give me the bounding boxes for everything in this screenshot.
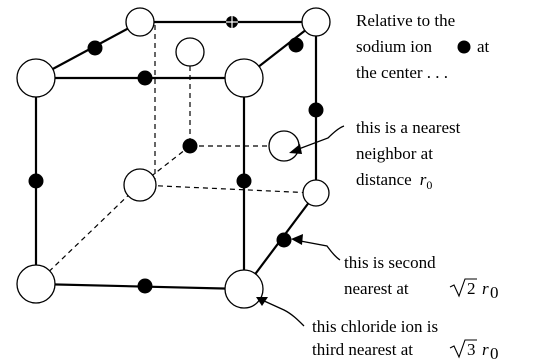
chloride-ion [16, 264, 56, 304]
chloride-ion [302, 179, 330, 207]
callout-second-nearest: this is second nearest at 2 r 0 [344, 253, 499, 302]
chloride-ion [125, 7, 155, 37]
callout-arrows [256, 125, 345, 327]
sqrt-2-radical [449, 278, 477, 298]
chloride-ion [16, 58, 56, 98]
sodium-ion-edge-top [226, 16, 238, 28]
svg-text:nearest at: nearest at [344, 279, 409, 298]
chloride-ion [301, 7, 331, 37]
title-line-1: Relative to the [356, 11, 455, 30]
arrowhead-third-nearest [256, 297, 268, 306]
chloride-ion [175, 37, 205, 67]
chloride-ion [224, 58, 264, 98]
callout-nearest-line-2: neighbor at [356, 144, 433, 163]
title-line-2-at: at [477, 37, 490, 56]
sodium-ion [137, 278, 153, 294]
chloride-ions [16, 7, 331, 309]
arrow-nearest-neighbor [295, 125, 345, 151]
callout-second-line-1: this is second [344, 253, 436, 272]
callout-third-line-2: third nearest at 3 r 0 [312, 339, 499, 360]
sodium-ion [137, 70, 153, 86]
hidden-edge-back-diagonal [35, 186, 138, 285]
svg-text:r: r [482, 340, 489, 359]
callout-second-line-2: nearest at 2 r 0 [344, 278, 499, 302]
chloride-ion [123, 168, 157, 202]
arrow-second-nearest [294, 239, 341, 261]
callout-third-nearest: this chloride ion is third nearest at 3 … [312, 317, 499, 360]
sodium-ion [28, 173, 44, 189]
title-line-3: the center . . . [356, 63, 448, 82]
sodium-legend-dot [457, 40, 471, 54]
arrowhead-nearest-neighbor [289, 144, 302, 154]
sqrt-3-radical [449, 339, 477, 359]
svg-text:third nearest at: third nearest at [312, 340, 413, 359]
sodium-ion [236, 173, 252, 189]
hidden-edge-back-horizontal [139, 184, 315, 194]
arrowhead-second-nearest [291, 234, 303, 245]
callout-nearest-line-1: this is a nearest [356, 118, 461, 137]
arrow-third-nearest [261, 299, 305, 327]
callout-third-line-1: this chloride ion is [312, 317, 438, 336]
svg-text:0: 0 [490, 344, 499, 360]
title-line-2: sodium ion [356, 37, 433, 56]
svg-text:r: r [482, 279, 489, 298]
sqrt-3-value: 3 [467, 340, 476, 359]
sodium-ion-second-nearest [276, 232, 292, 248]
hidden-edges [35, 25, 315, 285]
svg-text:0: 0 [490, 283, 499, 302]
hidden-edge-inner-diagonal [139, 145, 191, 186]
sodium-ion [288, 37, 304, 53]
title-annotation: Relative to the sodium ion at the center… [356, 11, 490, 82]
sodium-ion [87, 40, 103, 56]
sodium-ion-center [182, 138, 198, 154]
chloride-ion-nearest-neighbor [268, 130, 300, 162]
sodium-ions [28, 16, 324, 294]
chloride-ion-third-nearest [224, 269, 264, 309]
sodium-ion [308, 102, 324, 118]
sqrt-2-value: 2 [467, 279, 476, 298]
